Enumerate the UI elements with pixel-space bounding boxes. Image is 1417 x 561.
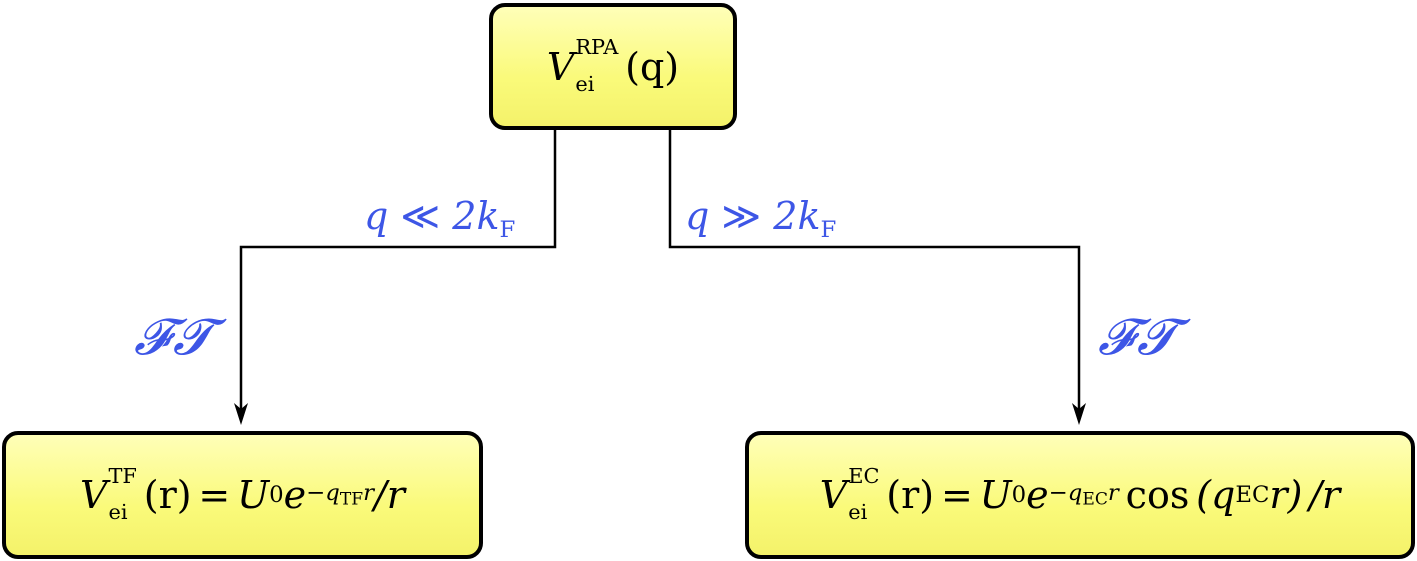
right-subscript: ei (848, 500, 868, 525)
right-argument: (r) (886, 473, 935, 517)
left-exp-var: r (363, 480, 374, 507)
left-exp-sub: TF (339, 489, 364, 510)
top-subscript: ei (575, 71, 595, 96)
edge-left (239, 130, 557, 416)
left-rhs-base: U (237, 473, 270, 517)
edge-right (668, 130, 1081, 416)
left-exponent: −qTFr (306, 480, 374, 509)
arrowhead-left (234, 403, 248, 425)
cond-left-sub: F (499, 216, 516, 243)
left-symbol: V (80, 473, 108, 517)
condition-right: q ≫ 2kF (685, 194, 836, 243)
right-exp-var: r (1107, 480, 1119, 507)
right-exp-sub: EC (1082, 489, 1108, 510)
left-rhs-sub: 0 (269, 482, 284, 508)
right-func-sub: EC (1235, 482, 1270, 508)
right-tail: /r (1309, 473, 1341, 517)
top-symbol: V (546, 44, 575, 89)
cond-right-coef: 2k (773, 194, 821, 238)
right-symbol: V (819, 473, 848, 517)
right-exp-base: e (1026, 473, 1049, 517)
arrowhead-right (1072, 403, 1086, 425)
cond-right-sub: F (820, 216, 837, 243)
top-superscript: RPA (575, 35, 619, 60)
left-exp-base: e (283, 473, 307, 517)
cond-left-var: q (364, 194, 389, 238)
right-func-close: r) (1269, 473, 1303, 517)
cond-right-rel: ≫ (721, 194, 762, 238)
right-equals: = (940, 473, 973, 517)
top-argument: (q) (625, 44, 680, 89)
left-tail: /r (373, 473, 405, 517)
right-exp-sign: −q (1048, 480, 1083, 507)
left-argument: (r) (143, 473, 192, 517)
cond-right-var: q (685, 194, 710, 238)
right-superscript: EC (848, 463, 880, 488)
cond-left-coef: 2k (452, 194, 500, 238)
left-indices: TF ei (108, 465, 136, 523)
right-func-open: (q (1196, 473, 1236, 517)
right-rhs-base: U (979, 473, 1012, 517)
left-superscript: TF (108, 463, 137, 488)
condition-left: q ≪ 2kF (364, 194, 515, 243)
left-subscript: ei (108, 500, 128, 525)
right-indices: EC ei (848, 465, 879, 523)
right-func: cos (1125, 473, 1190, 517)
right-rhs-sub: 0 (1011, 482, 1027, 508)
top-indices: RPA ei (575, 36, 618, 94)
left-exp-sign: −q (306, 480, 340, 507)
fourier-transform-left: 𝓕𝓣 (134, 308, 214, 366)
left-equals: = (198, 473, 231, 517)
fourier-transform-right: 𝓕𝓣 (1098, 308, 1178, 366)
right-exponent: −qECr (1049, 480, 1119, 509)
cond-left-rel: ≪ (400, 194, 441, 238)
